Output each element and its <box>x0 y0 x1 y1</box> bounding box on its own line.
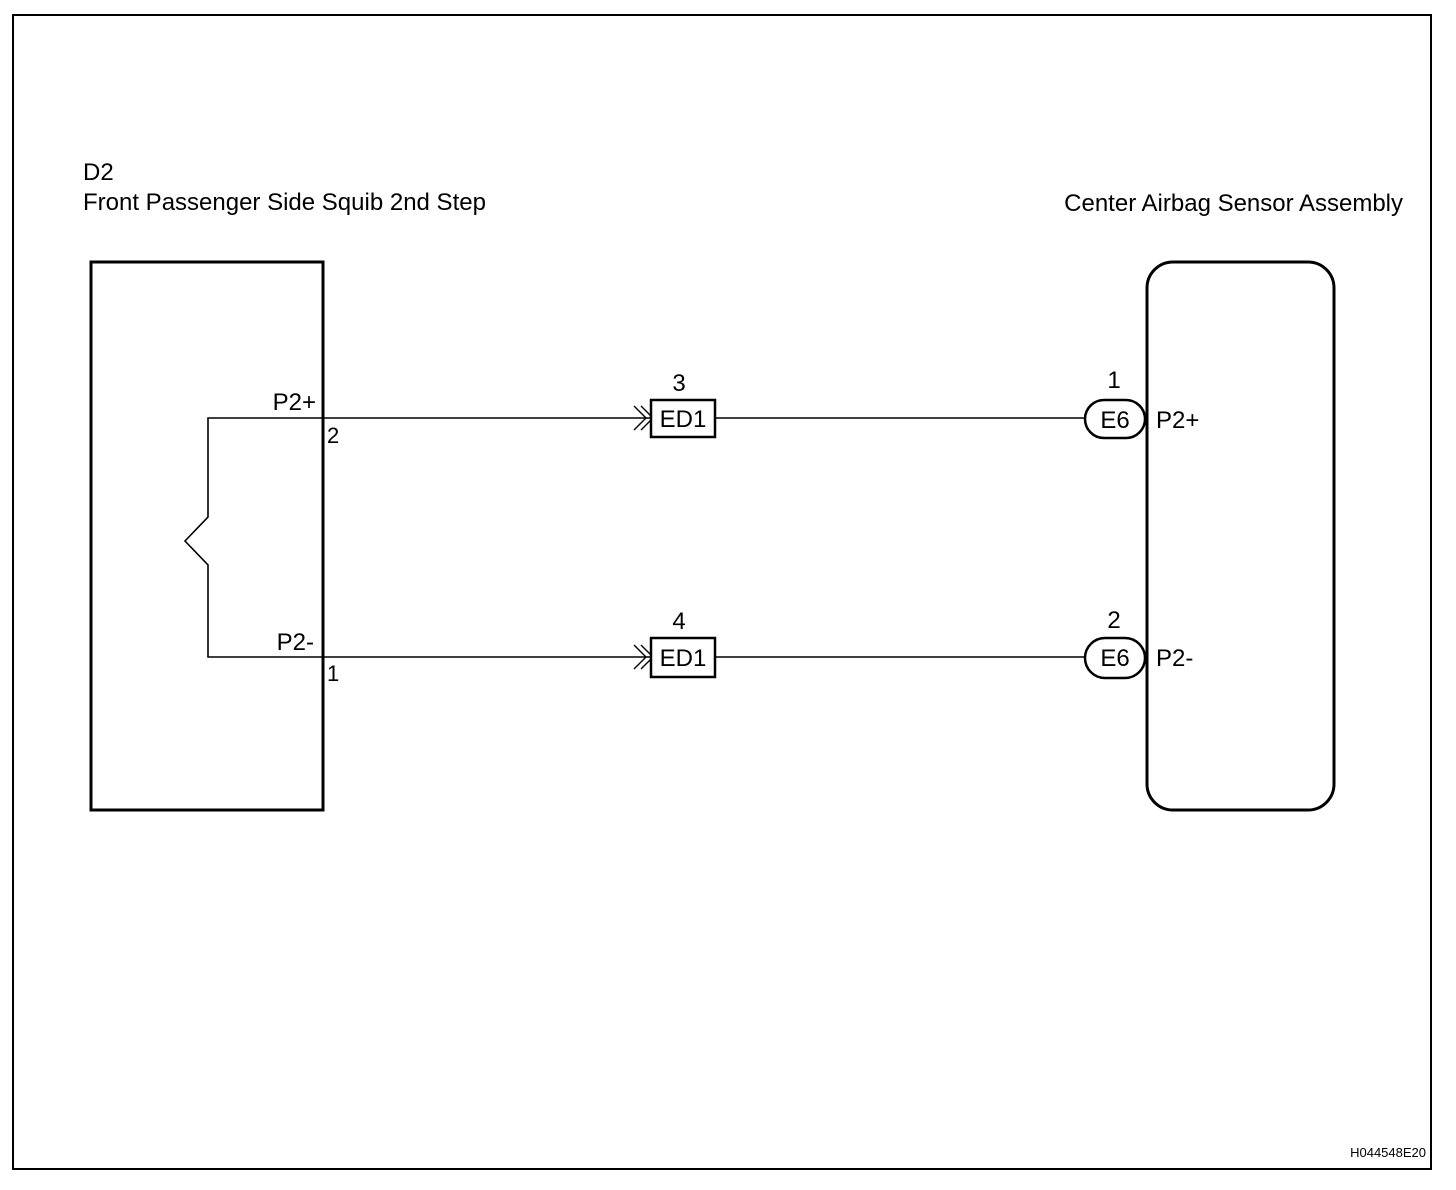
left-component-name: Front Passenger Side Squib 2nd Step <box>83 189 486 216</box>
left-pin-number-2: 2 <box>327 423 339 448</box>
sensor-assembly-box <box>1145 260 1336 812</box>
left-pin-signal-p2plus: P2+ <box>273 389 316 416</box>
right-component-name: Center Airbag Sensor Assembly <box>1064 190 1403 217</box>
right-pin-number-1: 1 <box>1107 367 1120 394</box>
diagram-frame <box>12 14 1432 1170</box>
right-pin-number-2: 2 <box>1107 607 1120 634</box>
junction-pin-number-4: 4 <box>672 608 685 635</box>
junction-pin-number-3: 3 <box>672 370 685 397</box>
junction-ed1-box <box>649 398 717 439</box>
left-component-code: D2 <box>83 159 114 186</box>
right-pin-signal-p2minus: P2- <box>1156 645 1193 672</box>
connector-e6-label: E6 <box>1100 645 1129 672</box>
left-pin-number-1: 1 <box>327 661 339 686</box>
squib-box <box>89 260 325 812</box>
junction-ed1-label: ED1 <box>660 645 707 672</box>
right-pin-signal-p2plus: P2+ <box>1156 407 1199 434</box>
connector-e6-label: E6 <box>1100 407 1129 434</box>
connector-e6-p2plus <box>1083 398 1147 440</box>
junction-ed1-box <box>649 636 717 679</box>
connector-e6-p2minus <box>1083 636 1147 680</box>
left-pin-signal-p2minus: P2- <box>277 629 314 656</box>
squib-element-icon <box>183 417 323 658</box>
figure-id: H044548E20 <box>1350 1145 1426 1160</box>
junction-ed1-label: ED1 <box>660 406 707 433</box>
